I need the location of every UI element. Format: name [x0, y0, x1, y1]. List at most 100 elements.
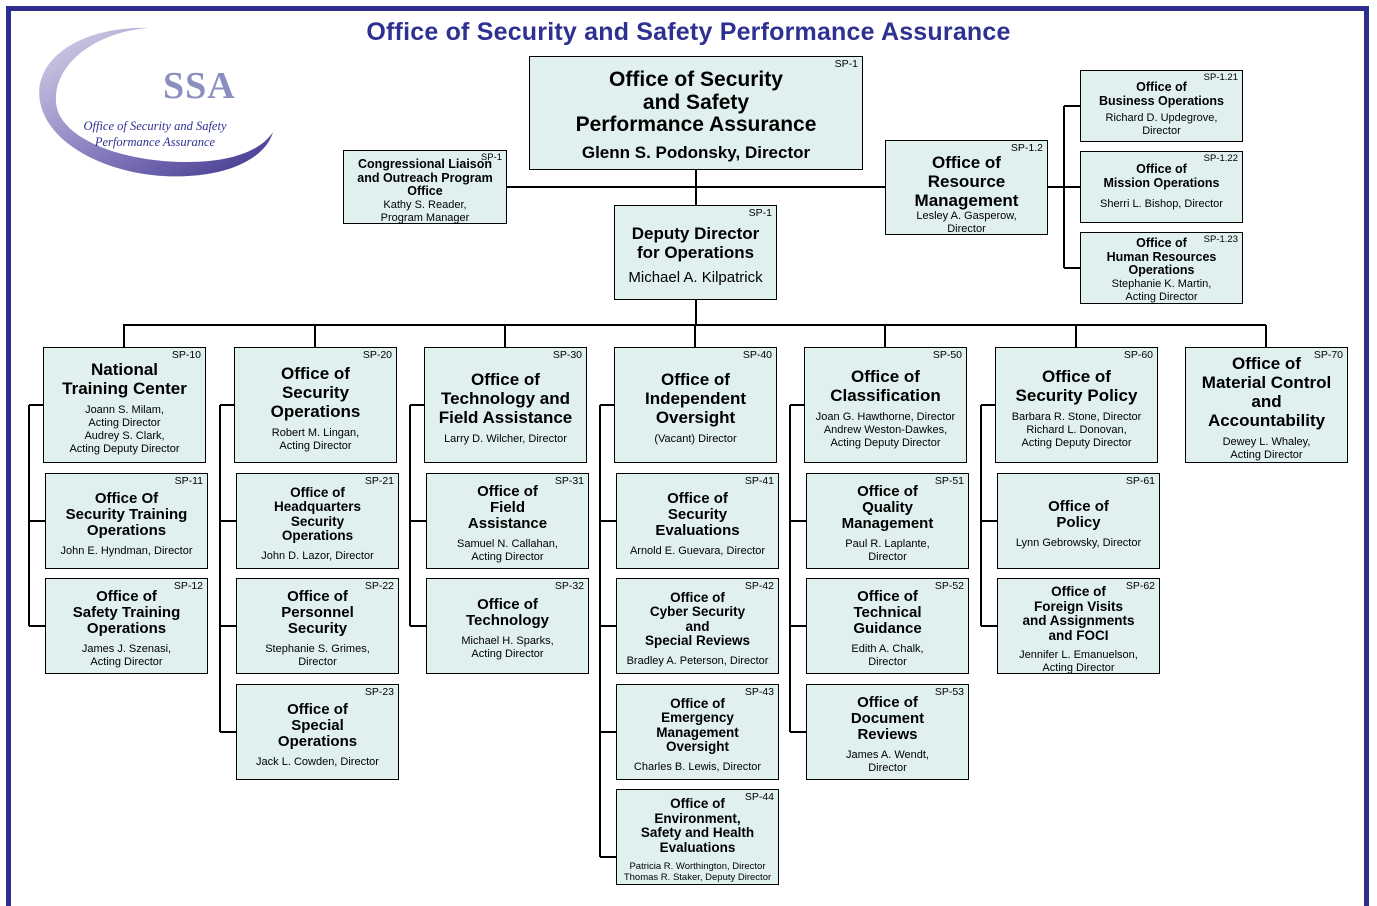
mission-operations-box: SP-1.22 Office of Mission Operations She…	[1080, 151, 1243, 223]
box-title-line: Cyber Security	[649, 604, 746, 619]
box-person-line: James J. Szenasi,	[81, 643, 172, 655]
box-title-line: Safety and Health	[640, 825, 755, 840]
box-title-line: and Outreach Program	[357, 170, 493, 185]
box-person-line: John E. Hyndman, Director	[60, 544, 193, 557]
box-title-line: Classification	[830, 385, 941, 405]
office-code: SP-1.21	[1203, 72, 1238, 83]
logo-caption-line: Office of Security and Safety	[83, 119, 227, 133]
box-title-line: Reviews	[857, 726, 918, 743]
box-person-line: Kathy S. Reader,	[383, 198, 467, 211]
box-title-line: Office of	[670, 695, 725, 711]
box-title-line: Oversight	[655, 408, 736, 427]
box-title-line: Operations	[86, 521, 167, 539]
box-title-line: Office of	[670, 589, 725, 605]
box-title-line: Congressional Liaison	[357, 157, 493, 171]
box-person-line: Acting Director	[279, 439, 352, 452]
office-code: SP-60	[1123, 349, 1153, 361]
office-code: SP-20	[362, 349, 392, 361]
office-code: SP-53	[934, 686, 964, 698]
box-title-line: Office of	[287, 700, 348, 718]
box-title-line: Operations	[277, 732, 358, 750]
box-person-line: Director	[1142, 125, 1181, 137]
box-person-line: Director	[298, 656, 337, 668]
box-title-line: Office of	[1042, 366, 1111, 386]
box-title-line: Material Control	[1201, 373, 1332, 392]
liaison-box: SP-1 Congressional Liaison and Outreach …	[343, 150, 507, 224]
box-title-line: and	[1251, 392, 1282, 411]
box-person-line: Acting Director	[88, 417, 161, 429]
office-code: SP-44	[744, 791, 774, 803]
box-title-line: Headquarters	[273, 499, 362, 514]
business-operations-box: SP-1.21 Office of Business Operations Ri…	[1080, 70, 1243, 142]
box-title-line: Technical	[853, 604, 922, 621]
office-code: SP-42	[744, 580, 774, 592]
box-title-line: Office of	[932, 153, 1001, 172]
box-title-line: Deputy Director	[631, 224, 760, 243]
box-title-line: and	[685, 618, 710, 634]
box-title-line: Independent	[644, 389, 747, 408]
box-person-line: Acting Director	[1042, 662, 1115, 674]
box-person-line: Joan G. Hawthorne, Director	[815, 410, 956, 423]
box-title-line: Office of	[670, 796, 725, 811]
box-title-line: Office of	[851, 366, 920, 386]
box-title-line: Office of	[1048, 497, 1109, 515]
deputy-box: SP-1 Deputy Director for Operations Mich…	[614, 205, 777, 300]
box-title-line: Evaluations	[655, 521, 740, 539]
box-title-line: National	[90, 360, 159, 379]
box-person-line: Bradley A. Peterson, Director	[626, 654, 769, 667]
box-person: Glenn S. Podonsky, Director	[581, 142, 811, 162]
box-title-line: Document	[850, 710, 925, 727]
box-person-line: Charles B. Lewis, Director	[633, 760, 762, 773]
box-person-line: John D. Lazor, Director	[261, 549, 374, 562]
box-person-line: Patricia R. Worthington, Director	[629, 861, 766, 872]
box-title-line: Emergency	[661, 710, 734, 725]
box-person-line: Acting Director	[1230, 449, 1303, 461]
office-code: SP-1	[480, 152, 502, 163]
box-title-line: Office of	[1136, 162, 1187, 176]
box-person-line: Acting Director	[471, 551, 544, 563]
logo-caption-line: Performance Assurance	[94, 135, 216, 149]
box-person-line: Dewey L. Whaley,	[1222, 436, 1311, 448]
box-title-line: Personnel	[281, 604, 354, 621]
box-title-line: Management	[841, 515, 934, 532]
box-title-line: Office of	[290, 484, 345, 500]
box-title-line: Training Center	[62, 379, 187, 398]
office-code: SP-51	[934, 475, 964, 487]
box-title-line: Security	[290, 513, 345, 529]
box-title-line: Security	[287, 620, 348, 637]
box-title-line: Office of	[477, 483, 538, 500]
box-person-line: Director	[868, 656, 907, 668]
box-person: Michael A. Kilpatrick	[628, 269, 763, 286]
box-title-line: Office of	[667, 489, 728, 507]
box-person-line: Michael H. Sparks,	[461, 635, 554, 647]
box-title-line: Operations	[281, 528, 354, 543]
page-title: Office of Security and Safety Performanc…	[366, 18, 1011, 46]
box-title-line: Office of	[1051, 584, 1106, 599]
box-title-line: Management	[914, 191, 1019, 210]
box-title-line: Office of	[287, 588, 348, 605]
box-title-line: Office of	[661, 370, 730, 389]
office-code: SP-32	[554, 580, 584, 592]
box-title-line: Assistance	[467, 515, 548, 532]
box-title-line: Office of	[1136, 80, 1187, 94]
resource-box: SP-1.2 Office of Resource Management Les…	[885, 140, 1048, 235]
office-code: SP-1	[748, 207, 772, 219]
box-person-line: Acting Director	[1125, 290, 1198, 303]
box-title-line: Office of	[857, 483, 918, 500]
box-title-line: Office of	[857, 694, 918, 711]
box-title-line: Accountability	[1207, 411, 1326, 430]
box-title-line: Office of Security	[609, 68, 783, 91]
office-code: SP-43	[744, 686, 774, 698]
